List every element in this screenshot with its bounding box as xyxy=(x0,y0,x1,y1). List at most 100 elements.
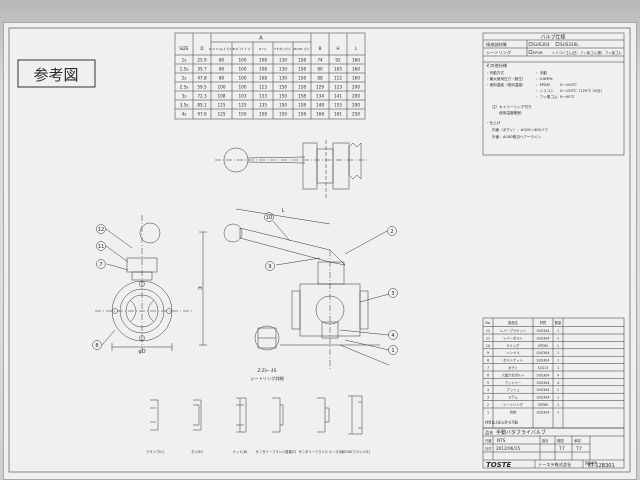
dimension-table: A SIZE D H or C ﾍﾙｰｽﾞｸﾗﾝﾌﾟ B ﾈｼﾞｱﾄﾞﾊﾞﾝﾄﾞ… xyxy=(174,32,366,120)
dim-cell: 108 xyxy=(218,94,226,99)
parts-header: 材質 xyxy=(540,320,547,325)
dim-cell: 112 xyxy=(334,76,342,81)
parts-cell: 1 xyxy=(557,403,559,407)
approved-label: 承認 xyxy=(574,438,581,443)
spec-line: ：EPDM xyxy=(536,83,550,87)
parts-cell: SUS304 xyxy=(537,381,550,385)
dim-cell: 130 xyxy=(279,76,287,81)
col-t: T ｻﾆﾀﾘｰﾌﾗﾝｼﾞ xyxy=(273,46,292,51)
dim-cell: 108 xyxy=(259,58,267,63)
dim-cell: 200 xyxy=(352,94,360,99)
parts-cell: 1 xyxy=(557,344,559,348)
parts-cell: SUS304 xyxy=(537,329,550,333)
spec-other-title: その他仕様 xyxy=(486,62,508,69)
end-type-label: ネジ(H) xyxy=(191,449,203,454)
part-name: 手動バタフライバルブ xyxy=(496,429,546,436)
dim-cell: 80 xyxy=(219,76,225,81)
parts-header: 部品名 xyxy=(508,320,518,325)
parts-cell: SUS304 xyxy=(537,351,550,355)
dim-cell: 100 xyxy=(239,85,247,90)
parts-cell: 1 xyxy=(557,410,559,414)
col-b: B ﾈｼﾞｱﾄﾞﾊﾞﾝﾄﾞ xyxy=(233,46,253,51)
spec-line: 0～150℃（120℃ 30分） xyxy=(560,88,604,93)
parts-cell: 1 xyxy=(487,410,489,414)
parts-cell: シートリング xyxy=(503,402,523,407)
dim-cell: 168 xyxy=(316,112,324,117)
col-h: H or C ﾍﾙｰｽﾞｸﾗﾝﾌﾟ xyxy=(209,46,234,51)
col-l: L xyxy=(355,46,358,51)
reference-stamp: 参考図 xyxy=(17,59,96,88)
dim-cell: 72.3 xyxy=(197,94,207,99)
callout-bubble xyxy=(96,224,106,234)
parts-cell: SUS304 xyxy=(537,373,550,377)
dim-cell: 25.9 xyxy=(197,58,207,63)
callout-bubble xyxy=(92,340,102,350)
callout-bubble xyxy=(96,259,106,269)
parts-cell: EPDM xyxy=(538,403,548,407)
dim-cell: 35.7 xyxy=(197,67,207,72)
callout-number: 2 xyxy=(390,229,393,235)
dim-cell: 123 xyxy=(334,85,342,90)
callout-bubble xyxy=(387,226,397,236)
end-type-label: ナット(N) xyxy=(233,449,248,454)
dim-cell: 150 xyxy=(279,103,287,108)
spec-line: 0～100℃ xyxy=(560,83,577,87)
dim-cell: 160 xyxy=(352,67,360,72)
parts-cell: 3 xyxy=(487,396,489,400)
parts-cell: 1 xyxy=(557,329,559,333)
parts-cell: 1 xyxy=(557,396,559,400)
dim-cell: 1s xyxy=(182,58,187,63)
spec-row1-opt2: SUS316L xyxy=(560,42,579,47)
dim-cell: 115 xyxy=(218,103,226,108)
parts-header: No. xyxy=(485,321,490,325)
callout-bubble xyxy=(388,345,398,355)
dim-cell: 97.6 xyxy=(197,112,207,117)
parts-cell: EPDM xyxy=(538,344,548,348)
seat-detail-label: シートリング詳細 xyxy=(250,375,284,382)
dim-cell: 4s xyxy=(182,112,187,117)
parts-cell: 5 xyxy=(487,381,489,385)
parts-cell: レバーボルト xyxy=(503,335,523,340)
dim-cell: 200 xyxy=(352,85,360,90)
seat-detail: Z-Z/← 4S シートリング詳細 xyxy=(250,325,284,382)
callout-number: 7 xyxy=(99,262,102,268)
spec-line: ：シリコン xyxy=(536,89,554,93)
dim-cell: 108 xyxy=(259,67,267,72)
end-type-profiles xyxy=(150,395,363,435)
dim-cell: 160 xyxy=(352,76,360,81)
parts-cell: 11 xyxy=(486,336,490,340)
callout-number: 1 xyxy=(391,348,394,354)
dim-cell: 130 xyxy=(279,58,287,63)
spec-line: 外面：#180相当ヘアーライン xyxy=(492,134,542,139)
spec-line: ：フッ素ゴム xyxy=(536,94,558,99)
company-logo: TOSTE xyxy=(486,461,512,469)
dim-cell: 150 xyxy=(279,94,287,99)
valve-spec-box: バルブ仕様 接液部材質 SUS304 SUS316L シートリング EPDM シ… xyxy=(482,32,625,156)
col-size: SIZE xyxy=(179,46,189,51)
dim-cell: 125 xyxy=(218,112,226,117)
spec-line: 注）キャリーリング付き xyxy=(492,104,532,109)
parts-cell: 10 xyxy=(486,344,490,348)
dim-cell: 135 xyxy=(259,103,267,108)
parts-cell: 4 xyxy=(557,381,559,385)
parts-cell: ハンドル xyxy=(506,351,520,355)
spec-row2-opt1: EPDM xyxy=(533,51,543,55)
drawing-no-label: 図面番号 xyxy=(585,460,597,465)
parts-cell: 4 xyxy=(487,388,489,392)
dim-cell: 129 xyxy=(316,85,324,90)
dim-cell: 100 xyxy=(218,85,226,90)
dim-cell: 141 xyxy=(334,94,342,99)
dim-phi-d: φD xyxy=(138,349,145,355)
table-header-a: A xyxy=(259,36,263,42)
date-value: 2012/06/15 xyxy=(496,446,520,451)
dim-cell: 150 xyxy=(279,112,287,117)
front-view: φD xyxy=(95,215,192,355)
dim-cell: 158 xyxy=(298,112,306,117)
spec-row1-opt1: SUS304 xyxy=(533,42,550,47)
spec-line: ・仕上げ xyxy=(486,120,501,125)
dim-cell: 59.5 xyxy=(197,85,207,90)
parts-cell: 2 xyxy=(557,388,559,392)
parts-cell: SUS304 xyxy=(537,359,550,363)
